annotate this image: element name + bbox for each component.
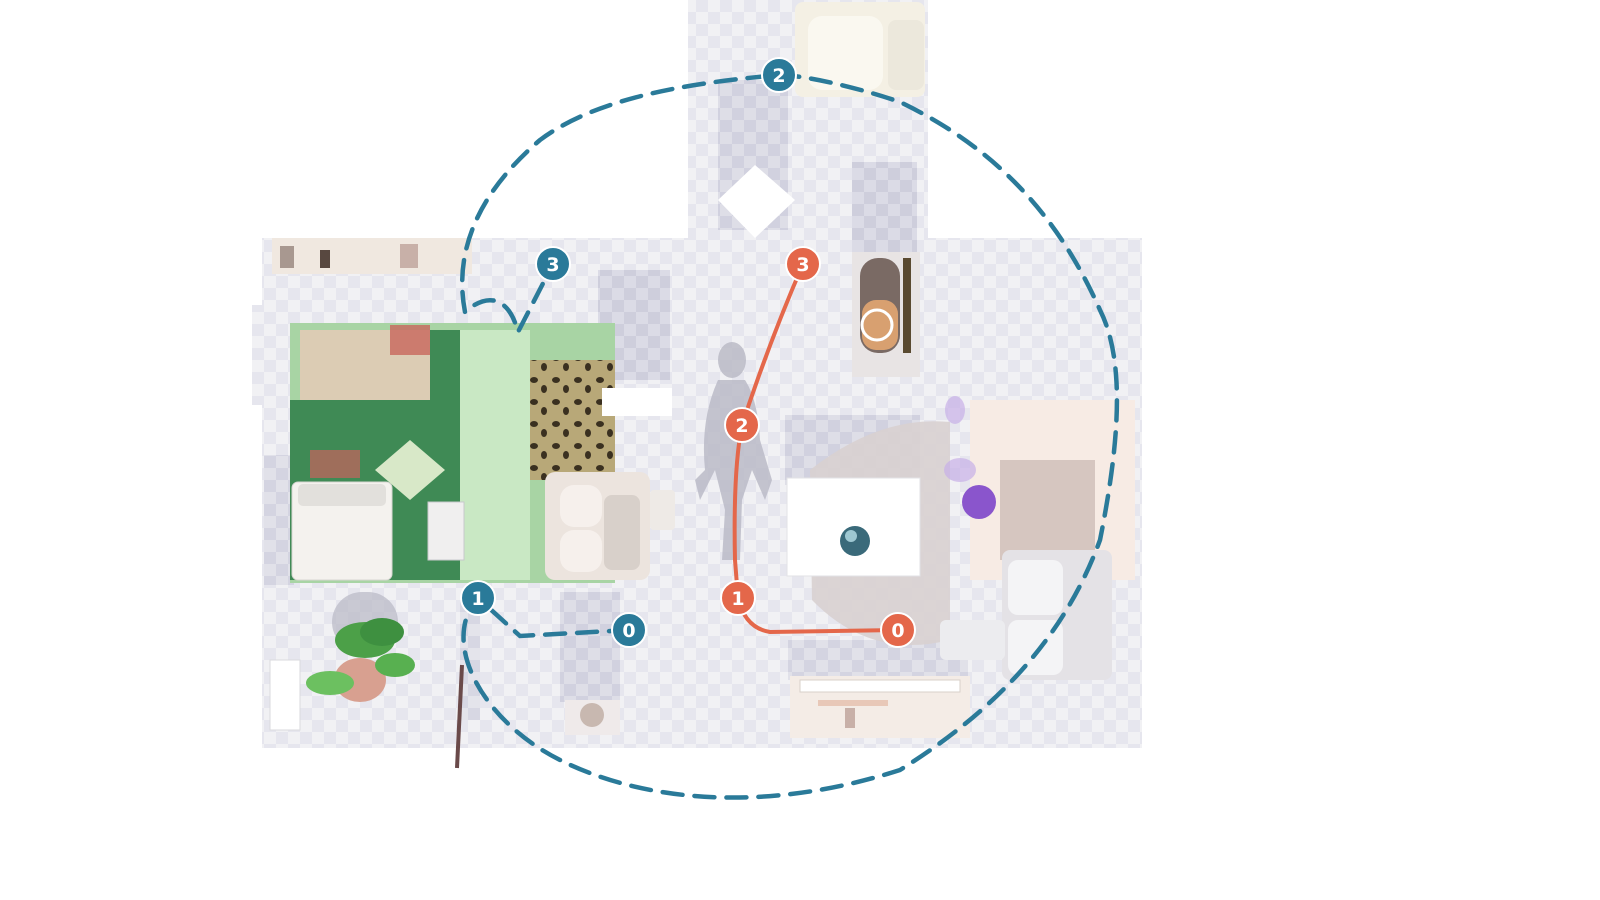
blue-waypoint-2-label: 2 [772,65,785,87]
blue-waypoint-0-label: 0 [622,620,635,642]
blue-waypoint-1-label: 1 [471,588,484,610]
lamp-icon [565,700,620,735]
agent-position-marker [962,485,996,519]
blue-waypoint-3-label: 3 [546,254,559,276]
orange-waypoint-3: 3 [785,246,821,282]
white-block [602,388,672,416]
top-armchair [795,2,925,97]
blue-route-path [459,72,1120,800]
blue-waypoint-0: 0 [611,612,647,648]
wall-shelf [272,238,472,274]
orange-waypoint-1-label: 1 [731,588,744,610]
robot-sphere-icon [840,526,870,556]
blue-waypoint-1: 1 [460,580,496,616]
white-diamond-tile [718,165,795,238]
purple-flower-decoration [944,396,976,482]
sofa [940,550,1112,680]
armchair [545,472,675,580]
orange-route: 0 1 2 3 [720,246,916,648]
bed [291,481,393,581]
bathtub [852,252,920,377]
orange-waypoint-3-label: 3 [796,254,809,276]
orange-waypoint-0-label: 0 [891,620,904,642]
small-side-table [269,659,301,731]
picture-frame [427,501,465,561]
tv-console [790,676,970,738]
orange-waypoint-2: 2 [724,407,760,443]
floor-lamp-pole [455,664,464,769]
leopard-rug [530,360,615,480]
blue-waypoint-2: 2 [761,57,797,93]
blue-waypoint-3: 3 [535,246,571,282]
orange-waypoint-0: 0 [880,612,916,648]
orange-waypoint-1: 1 [720,580,756,616]
potted-plant-icon [306,592,415,702]
orange-route-path [732,262,900,635]
blue-route: 0 1 2 3 [459,57,1120,800]
orange-waypoint-2-label: 2 [735,415,748,437]
